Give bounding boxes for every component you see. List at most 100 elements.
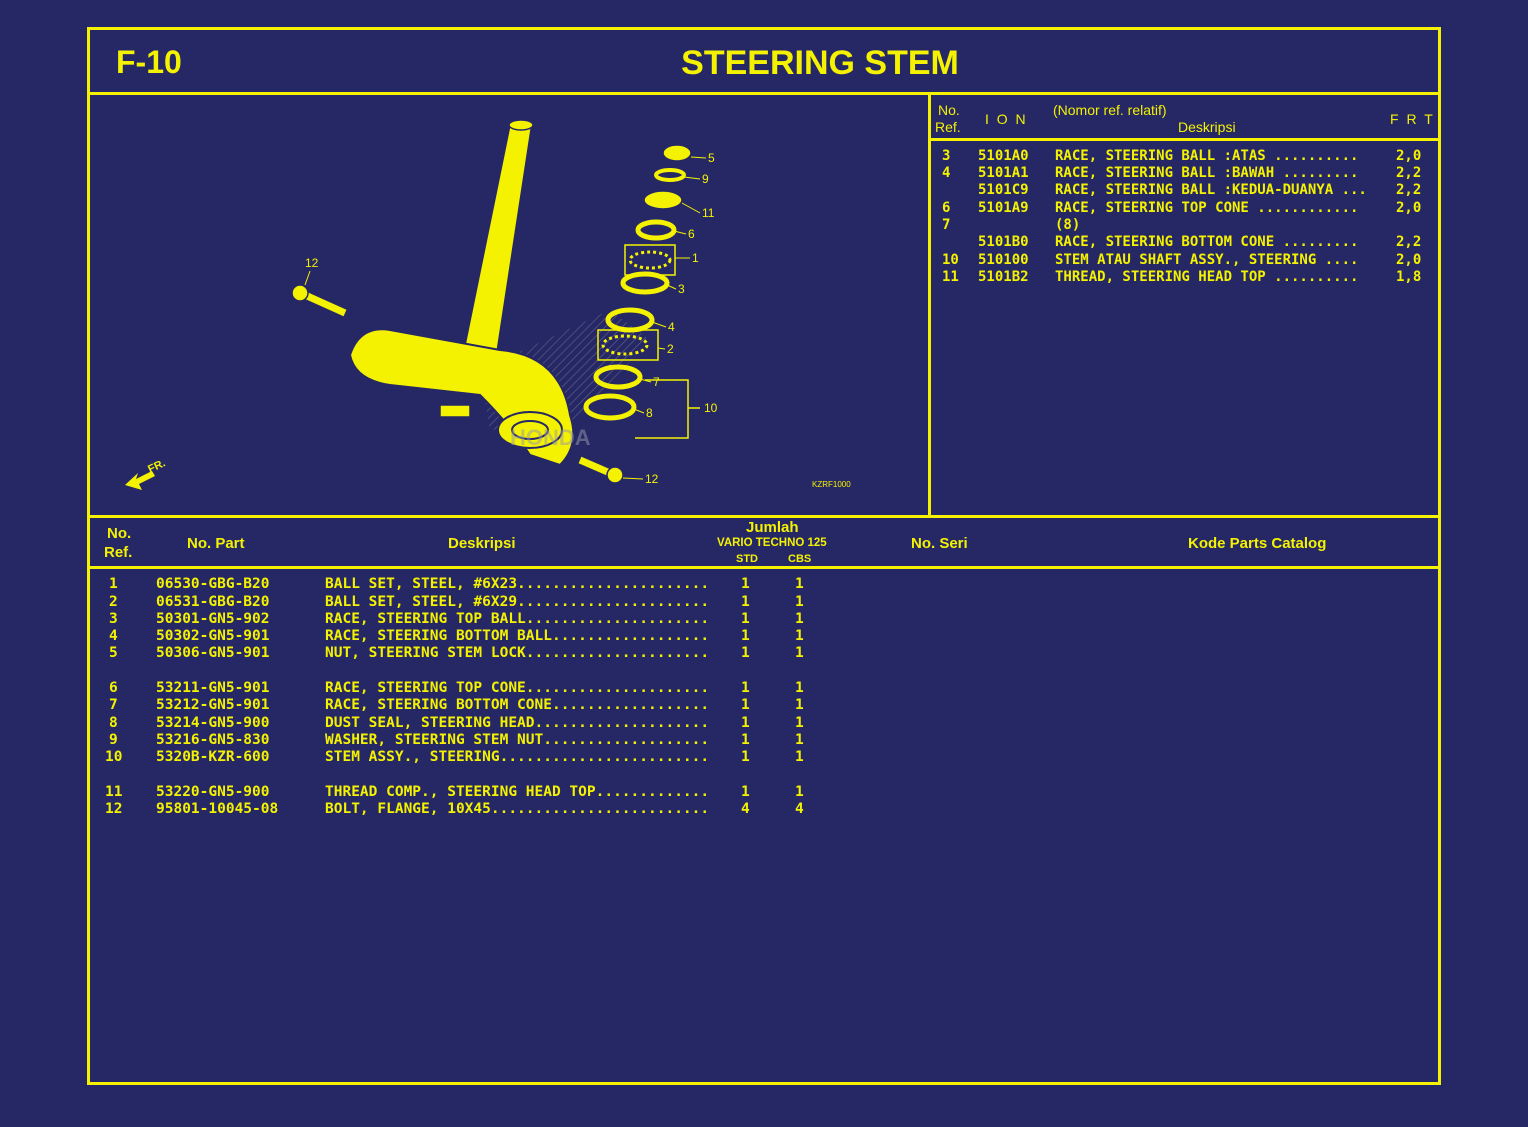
parts-cell-std: 1 (741, 611, 750, 627)
parts-cell-cbs: 1 (795, 749, 804, 765)
parts-cell-cbs: 1 (795, 576, 804, 592)
parts-head-divider (90, 566, 1438, 569)
bolt-12-top (291, 284, 347, 317)
parts-cell-ref: 2 (109, 594, 118, 610)
parts-cell-cbs: 1 (795, 697, 804, 713)
ref-cell-desc: RACE, STEERING TOP CONE ............ (1055, 200, 1359, 216)
parts-cell-std: 1 (741, 749, 750, 765)
ref-cell-desc: (8) (1055, 217, 1081, 233)
callout-11: 11 (702, 206, 715, 220)
parts-head-cbs: CBS (788, 553, 812, 565)
honda-watermark: HONDA (510, 425, 591, 450)
parts-cell-desc: BOLT, FLANGE, 10X45.....................… (325, 801, 710, 817)
parts-cell-ref: 3 (109, 611, 118, 627)
ref-head-deskripsi: Deskripsi (1178, 119, 1236, 135)
parts-cell-std: 1 (741, 732, 750, 748)
parts-head-deskripsi: Deskripsi (448, 535, 516, 552)
callout-3: 3 (678, 282, 685, 296)
parts-head-std: STD (736, 553, 758, 565)
parts-head-no: No. (107, 525, 132, 542)
exploded-diagram: 5 9 11 6 1 3 4 2 7 10 8 12 12 (90, 95, 930, 515)
parts-cell-part: 06531-GBG-B20 (156, 594, 270, 610)
parts-head-kode: Kode Parts Catalog (1188, 535, 1327, 552)
callout-2: 2 (667, 342, 674, 356)
parts-cell-ref: 9 (109, 732, 118, 748)
page-title: STEERING STEM (681, 44, 959, 82)
ref-cell-frt: 2,2 (1396, 165, 1422, 181)
parts-cell-cbs: 1 (795, 784, 804, 800)
ref-cell-frt: 2,2 (1396, 182, 1422, 198)
parts-cell-cbs: 1 (795, 645, 804, 661)
ref-head-ref: Ref. (935, 119, 961, 135)
parts-head-jumlah: Jumlah (746, 519, 799, 536)
ref-cell-ref: 7 (942, 217, 951, 233)
ref-cell-desc: THREAD, STEERING HEAD TOP .......... (1055, 269, 1359, 285)
ref-cell-ref: 3 (942, 148, 951, 164)
parts-cell-desc: BALL SET, STEEL, #6X29..................… (325, 594, 710, 610)
callout-6: 6 (688, 227, 695, 241)
callout-5: 5 (708, 151, 715, 165)
ref-cell-ion: 5101C9 (978, 182, 1029, 198)
parts-cell-desc: RACE, STEERING TOP BALL.................… (325, 611, 710, 627)
parts-cell-cbs: 1 (795, 594, 804, 610)
callout-7: 7 (653, 375, 660, 389)
ref-cell-ion: 510100 (978, 252, 1029, 268)
parts-cell-part: 50302-GN5-901 (156, 628, 270, 644)
parts-head-model: VARIO TECHNO 125 (717, 537, 827, 549)
parts-cell-desc: DUST SEAL, STEERING HEAD................… (325, 715, 710, 731)
callout-12-top: 12 (305, 256, 319, 270)
parts-head-ref: Ref. (104, 544, 133, 561)
ref-cell-ion: 5101B0 (978, 234, 1029, 250)
parts-cell-part: 5320B-KZR-600 (156, 749, 270, 765)
parts-cell-cbs: 1 (795, 715, 804, 731)
stem-shaft (461, 122, 533, 366)
ref-cell-ref: 10 (942, 252, 959, 268)
parts-cell-part: 95801-10045-08 (156, 801, 279, 817)
front-arrow-icon: FR. (125, 457, 167, 490)
parts-cell-desc: THREAD COMP., STEERING HEAD TOP.........… (325, 784, 710, 800)
parts-head-no-seri: No. Seri (911, 535, 968, 552)
ref-cell-ion: 5101A1 (978, 165, 1029, 181)
parts-cell-ref: 4 (109, 628, 118, 644)
parts-cell-part: 53214-GN5-900 (156, 715, 270, 731)
bolt-12-bottom (578, 456, 624, 484)
ref-head-no: No. (938, 102, 960, 118)
ref-cell-frt: 2,0 (1396, 252, 1422, 268)
ref-cell-ref: 11 (942, 269, 959, 285)
ref-cell-desc: RACE, STEERING BALL :BAWAH ......... (1055, 165, 1359, 181)
ref-cell-ion: 5101B2 (978, 269, 1029, 285)
parts-cell-std: 1 (741, 697, 750, 713)
parts-cell-part: 53211-GN5-901 (156, 680, 270, 696)
parts-cell-part: 53212-GN5-901 (156, 697, 270, 713)
parts-head-no-part: No. Part (187, 535, 245, 552)
parts-cell-desc: WASHER, STEERING STEM NUT...............… (325, 732, 710, 748)
ref-cell-desc: RACE, STEERING BOTTOM CONE ......... (1055, 234, 1359, 250)
parts-cell-std: 1 (741, 645, 750, 661)
parts-cell-cbs: 1 (795, 611, 804, 627)
parts-cell-ref: 5 (109, 645, 118, 661)
parts-cell-part: 53220-GN5-900 (156, 784, 270, 800)
ref-head-frt: F R T (1390, 111, 1435, 127)
parts-cell-ref: 1 (109, 576, 118, 592)
parts-stack (583, 144, 700, 439)
parts-cell-desc: BALL SET, STEEL, #6X23..................… (325, 576, 710, 592)
callout-9: 9 (702, 172, 709, 186)
parts-cell-ref: 6 (109, 680, 118, 696)
parts-cell-cbs: 1 (795, 732, 804, 748)
ref-cell-frt: 2,0 (1396, 200, 1422, 216)
parts-cell-ref: 8 (109, 715, 118, 731)
parts-top-divider (90, 515, 1438, 518)
parts-cell-cbs: 1 (795, 628, 804, 644)
parts-cell-std: 1 (741, 784, 750, 800)
parts-cell-std: 1 (741, 680, 750, 696)
callout-8: 8 (646, 406, 653, 420)
ref-cell-frt: 2,0 (1396, 148, 1422, 164)
ref-head-relatif: (Nomor ref. relatif) (1053, 102, 1167, 118)
parts-cell-desc: STEM ASSY., STEERING....................… (325, 749, 710, 765)
ref-head-ion: I O N (985, 111, 1028, 127)
ref-cell-ion: 5101A9 (978, 200, 1029, 216)
ref-cell-ion: 5101A0 (978, 148, 1029, 164)
callout-12-bottom: 12 (645, 472, 659, 486)
catalog-frame: F-10 STEERING STEM (87, 27, 1441, 1085)
parts-cell-cbs: 1 (795, 680, 804, 696)
